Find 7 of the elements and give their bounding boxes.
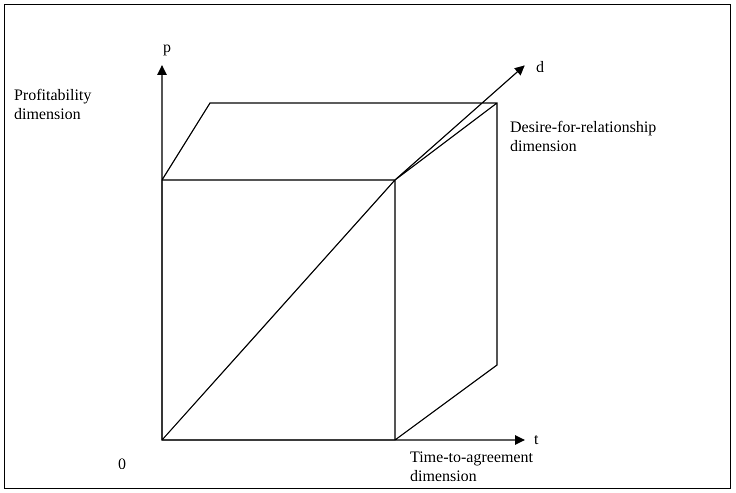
axis-label: d (536, 58, 544, 77)
axis-label: 0 (118, 455, 126, 474)
axis-label: Profitability dimension (14, 86, 92, 124)
axis-label: Desire-for-relationship dimension (510, 118, 658, 156)
axis-label: Time-to-agreement dimension (410, 448, 534, 486)
axis-label: t (534, 430, 538, 449)
axis-label: p (163, 38, 171, 57)
